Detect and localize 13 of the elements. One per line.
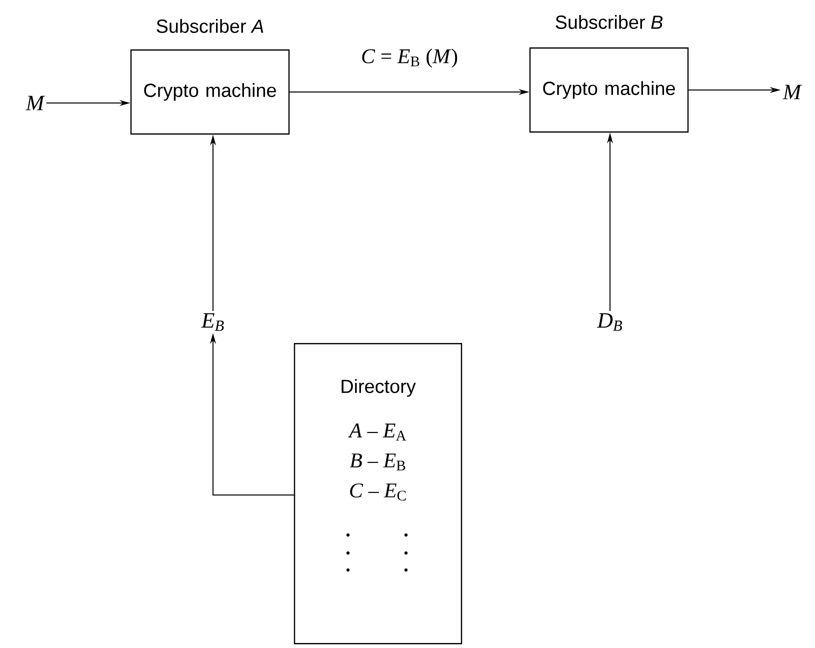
variable-label: D$_{B}$ (596, 313, 622, 331)
directory-heading: Directory (342, 379, 416, 397)
directory-entry: B – E$_{B}$ (350, 454, 406, 470)
box-heading: Subscriber A (156, 19, 264, 33)
directory-entry: A – E$_{A}$ (348, 424, 406, 440)
machine-box: Crypto machine (130, 49, 290, 135)
directory-entry: C – E$_{C}$ (350, 483, 406, 501)
variable-label: E$_{B}$ (201, 313, 224, 331)
box-heading: Subscriber B (556, 15, 663, 29)
edge-label: C = E$_{B}$ (M) (359, 46, 460, 70)
variable-label: M (782, 84, 802, 100)
machine-box: Crypto machine (529, 47, 689, 133)
variable-label: M (26, 96, 46, 110)
